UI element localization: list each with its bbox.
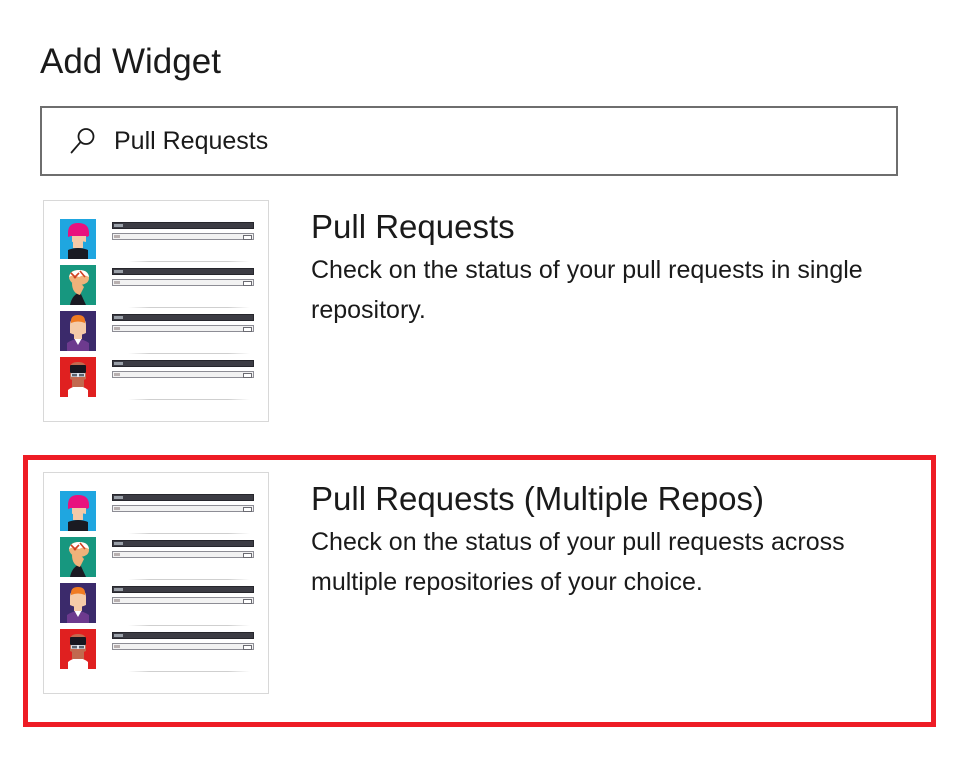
thumbnail-row [60,491,254,536]
avatar-pink-hat-icon [60,219,96,259]
thumbnail-subtitle-line [112,233,254,240]
thumbnail-text-lines [112,219,254,240]
thumbnail-title-line [112,494,254,501]
widget-result-item[interactable]: Pull Requests Check on the status of you… [43,200,903,422]
thumbnail-subtitle-line [112,371,254,378]
widget-description: Check on the status of your pull request… [311,528,845,596]
thumbnail-title-line [112,314,254,321]
avatar-green-scarf-icon [60,537,96,577]
widget-name: Pull Requests (Multiple Repos) [311,480,765,517]
widget-text-block: Pull Requests Check on the status of you… [311,200,903,330]
thumbnail-row [60,537,254,582]
thumbnail-text-lines [112,265,254,286]
thumbnail-subtitle-line [112,505,254,512]
thumbnail-title-line [112,268,254,275]
page-title: Add Widget [40,42,221,81]
thumbnail-row [60,311,254,356]
thumbnail-title-line [112,222,254,229]
thumbnail-text-lines [112,629,254,650]
search-input[interactable]: Pull Requests [40,106,898,176]
avatar-red-cap-icon [60,357,96,397]
thumbnail-subtitle-line [112,279,254,286]
thumbnail-subtitle-line [112,643,254,650]
thumbnail-title-line [112,586,254,593]
thumbnail-row [60,629,254,674]
thumbnail-title-line [112,360,254,367]
thumbnail-subtitle-line [112,597,254,604]
widget-thumbnail [43,472,269,694]
avatar-orange-hair-icon [60,311,96,351]
avatar-green-scarf-icon [60,265,96,305]
thumbnail-subtitle-line [112,325,254,332]
widget-description: Check on the status of your pull request… [311,256,863,324]
thumbnail-text-lines [112,311,254,332]
thumbnail-row [60,265,254,310]
widget-name: Pull Requests [311,208,515,245]
thumbnail-text-lines [112,491,254,512]
search-icon [70,128,95,154]
thumbnail-text-lines [112,537,254,558]
widget-thumbnail [43,200,269,422]
thumbnail-row [60,583,254,628]
thumbnail-text-lines [112,357,254,378]
widget-result-item-selected[interactable]: Pull Requests (Multiple Repos) Check on … [43,472,903,694]
thumbnail-title-line [112,632,254,639]
thumbnail-subtitle-line [112,551,254,558]
thumbnail-text-lines [112,583,254,604]
thumbnail-row [60,219,254,264]
search-input-value: Pull Requests [114,127,269,155]
avatar-red-cap-icon [60,629,96,669]
thumbnail-title-line [112,540,254,547]
thumbnail-row [60,357,254,402]
avatar-pink-hat-icon [60,491,96,531]
widget-text-block: Pull Requests (Multiple Repos) Check on … [311,472,903,602]
avatar-orange-hair-icon [60,583,96,623]
